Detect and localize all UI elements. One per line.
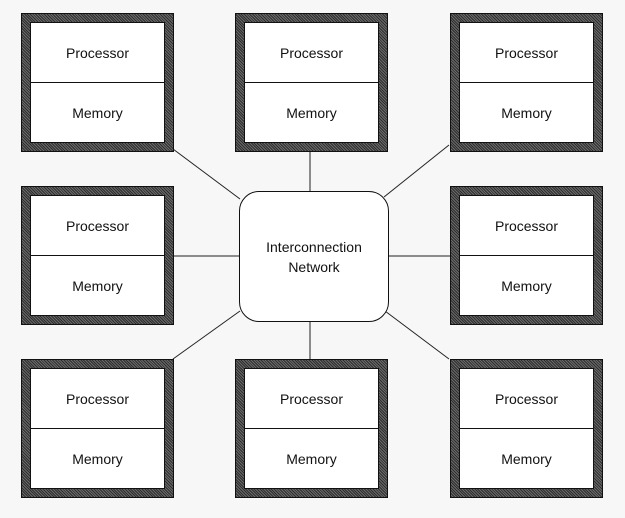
node-body: Processor Memory	[244, 22, 379, 143]
memory-label: Memory	[286, 450, 337, 467]
processor-label: Processor	[460, 23, 593, 83]
node-body: Processor Memory	[30, 22, 165, 143]
node-body: Processor Memory	[459, 195, 594, 316]
node-top-left: Processor Memory	[21, 13, 174, 152]
node-middle-left: Processor Memory	[21, 186, 174, 325]
link-top-left	[172, 148, 241, 200]
memory-label: Memory	[72, 277, 123, 294]
memory-label: Memory	[72, 104, 123, 121]
processor-label: Processor	[460, 369, 593, 429]
node-bottom-center: Processor Memory	[235, 359, 388, 498]
node-body: Processor Memory	[30, 195, 165, 316]
memory-label: Memory	[72, 450, 123, 467]
processor-label: Processor	[31, 23, 164, 83]
memory-label: Memory	[501, 104, 552, 121]
link-top-right	[383, 144, 450, 198]
processor-label: Processor	[245, 23, 378, 83]
network-label-line1: Interconnection	[266, 238, 362, 255]
memory-label: Memory	[501, 277, 552, 294]
processor-label: Processor	[245, 369, 378, 429]
link-bottom-right	[384, 310, 450, 360]
node-body: Processor Memory	[30, 368, 165, 489]
node-body: Processor Memory	[459, 368, 594, 489]
processor-label: Processor	[31, 369, 164, 429]
node-bottom-right: Processor Memory	[450, 359, 603, 498]
interconnection-network: Interconnection Network	[239, 191, 389, 322]
processor-label: Processor	[31, 196, 164, 256]
node-body: Processor Memory	[244, 368, 379, 489]
memory-label: Memory	[286, 104, 337, 121]
node-top-center: Processor Memory	[235, 13, 388, 152]
network-label-line2: Network	[288, 258, 340, 275]
network-label: Interconnection Network	[266, 237, 362, 277]
node-top-right: Processor Memory	[450, 13, 603, 152]
processor-label: Processor	[460, 196, 593, 256]
node-middle-right: Processor Memory	[450, 186, 603, 325]
memory-label: Memory	[501, 450, 552, 467]
node-body: Processor Memory	[459, 22, 594, 143]
link-bottom-left	[172, 310, 241, 360]
node-bottom-left: Processor Memory	[21, 359, 174, 498]
